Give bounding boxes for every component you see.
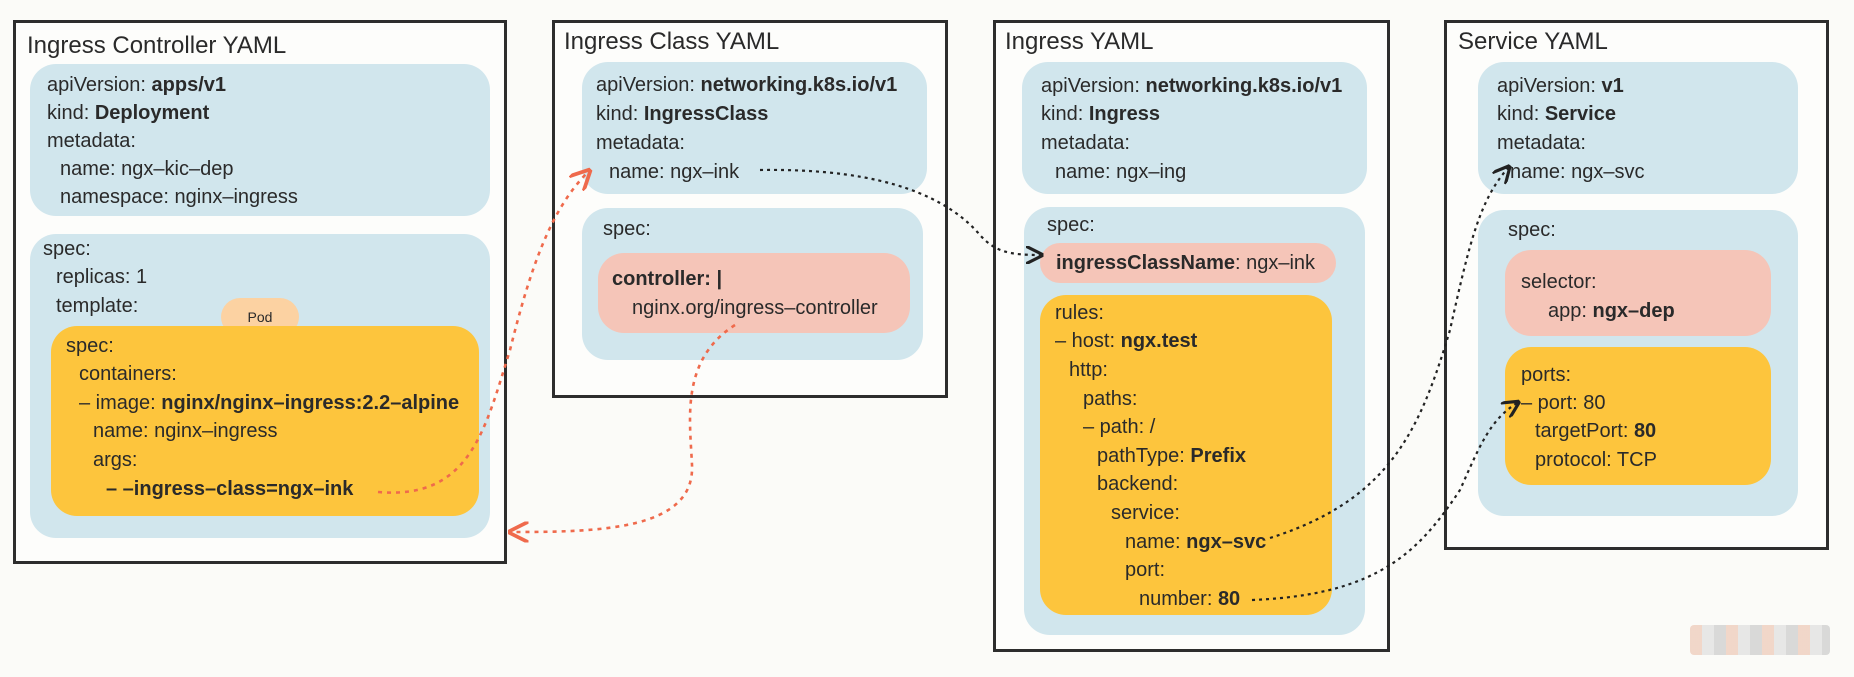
ingress-controller-title: Ingress Controller YAML (27, 32, 287, 59)
rules-port: port: (1125, 559, 1166, 581)
watermark (1690, 625, 1830, 655)
ingress-class-name: name: ngx–ink (609, 161, 740, 183)
controller-name: name: ngx–kic–dep (60, 158, 234, 180)
ingress-title: Ingress YAML (1005, 28, 1154, 55)
service-selector-box (1505, 250, 1771, 336)
rules-service-name: name: ngx–svc (1125, 531, 1267, 553)
ports-target-port: targetPort: 80 (1535, 420, 1657, 442)
service-selector-label: selector: (1521, 271, 1597, 293)
rules-port-number: number: 80 (1139, 588, 1241, 610)
service-metadata-box (1478, 62, 1798, 194)
ports-port: – port: 80 (1521, 392, 1606, 414)
controller-kind: kind: Deployment (47, 102, 210, 124)
ingress-class-controller-value: nginx.org/ingress–controller (632, 297, 878, 319)
pod-containers: containers: (79, 363, 177, 385)
ingress-class-kind: kind: IngressClass (596, 103, 769, 125)
ingress-class-name-field: ingressClassName: ngx–ink (1056, 252, 1316, 274)
service-metadata-label: metadata: (1497, 132, 1586, 154)
ports-protocol: protocol: TCP (1535, 449, 1657, 471)
service-ports-box (1505, 347, 1771, 485)
controller-spec-label: spec: (43, 238, 91, 260)
ports-label: ports: (1521, 364, 1572, 386)
controller-apiversion: apiVersion: apps/v1 (47, 74, 226, 96)
pod-image: – image: nginx/nginx–ingress:2.2–alpine (79, 392, 460, 414)
controller-namespace: namespace: nginx–ingress (60, 186, 298, 208)
rules-paths: paths: (1083, 388, 1138, 410)
controller-metadata-label: metadata: (47, 130, 136, 152)
ingress-class-spec-label: spec: (603, 218, 651, 240)
rules-backend: backend: (1097, 473, 1179, 495)
rules-label: rules: (1055, 302, 1104, 324)
controller-replicas: replicas: 1 (56, 266, 148, 288)
pod-ingress-class-arg: – –ingress–class=ngx–ink (106, 478, 354, 500)
ingress-kind: kind: Ingress (1041, 103, 1160, 125)
ingress-class-controller-box (598, 253, 910, 333)
service-apiversion: apiVersion: v1 (1497, 75, 1624, 97)
controller-template: template: (56, 295, 139, 317)
pod-args: args: (93, 449, 138, 471)
ingress-class-metadata-label: metadata: (596, 132, 685, 154)
service-name: name: ngx–svc (1510, 161, 1645, 183)
ingress-class-controller-key: controller: | (612, 268, 723, 290)
ingress-apiversion: apiVersion: networking.k8s.io/v1 (1041, 75, 1343, 97)
ingress-metadata-label: metadata: (1041, 132, 1130, 154)
service-spec-label: spec: (1508, 219, 1556, 241)
service-kind: kind: Service (1497, 103, 1616, 125)
rules-path: – path: / (1083, 416, 1156, 438)
ingress-class-apiversion: apiVersion: networking.k8s.io/v1 (596, 74, 898, 96)
service-title: Service YAML (1458, 28, 1608, 55)
rules-host: – host: ngx.test (1055, 330, 1198, 352)
service-selector-app: app: ngx–dep (1548, 300, 1675, 322)
rules-pathtype: pathType: Prefix (1097, 445, 1246, 467)
ingress-class-title: Ingress Class YAML (564, 28, 780, 55)
pod-spec-label: spec: (66, 335, 114, 357)
ingress-name: name: ngx–ing (1055, 161, 1187, 183)
rules-http: http: (1069, 359, 1108, 381)
rules-service: service: (1111, 502, 1180, 524)
ingress-spec-label: spec: (1047, 214, 1095, 236)
pod-container-name: name: nginx–ingress (93, 420, 278, 442)
